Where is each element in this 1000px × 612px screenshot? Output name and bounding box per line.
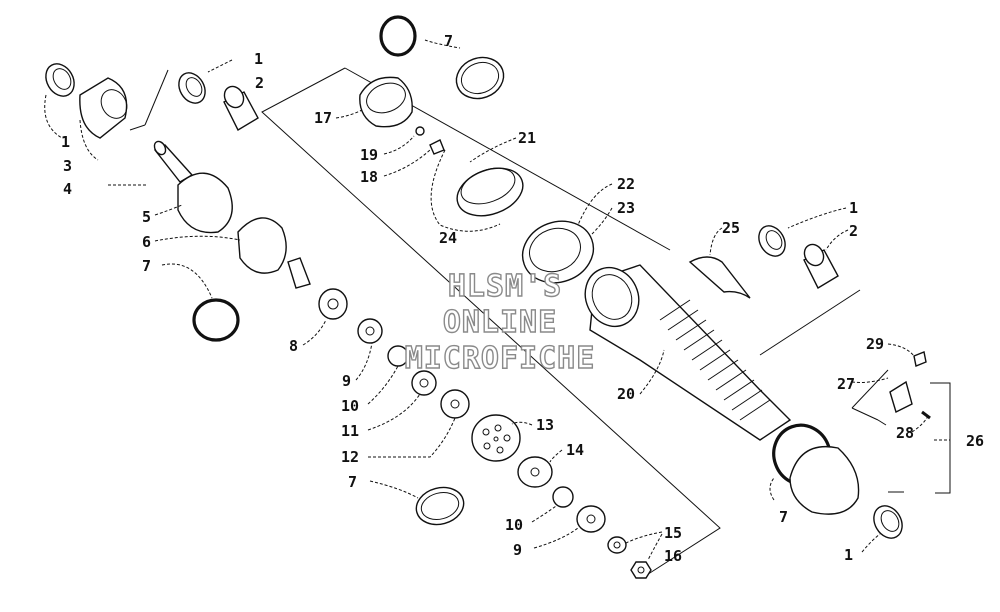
callout-1: 1 — [254, 50, 263, 68]
callout-3: 3 — [63, 157, 72, 175]
part-1-bushing-right-upper — [758, 225, 786, 257]
callout-9: 9 — [513, 541, 522, 559]
part-1-bushing-upper — [178, 72, 206, 104]
part-9-washer-lower — [576, 505, 606, 533]
callout-10: 10 — [341, 397, 359, 415]
part-3-eyelet — [79, 77, 128, 139]
callout-7: 7 — [348, 473, 357, 491]
callout-16: 16 — [664, 547, 682, 565]
part-29-screw — [913, 351, 927, 367]
callout-1: 1 — [61, 133, 70, 151]
part-10-shim-lower — [552, 486, 574, 508]
callout-2: 2 — [849, 222, 858, 240]
callout-5: 5 — [142, 208, 151, 226]
callout-29: 29 — [866, 335, 884, 353]
part-10-shim-upper — [387, 345, 409, 367]
callout-18: 18 — [360, 168, 378, 186]
part-15-washer — [607, 536, 627, 554]
callout-14: 14 — [566, 441, 584, 459]
watermark-line-1: HLSM'S — [448, 269, 562, 304]
callout-7: 7 — [142, 257, 151, 275]
callout-23: 23 — [617, 199, 635, 217]
callout-25: 25 — [722, 219, 740, 237]
part-1-bushing-right-lower — [873, 505, 903, 539]
callout-26: 26 — [966, 432, 984, 450]
callout-15: 15 — [664, 524, 682, 542]
part-7-o-ring-top — [379, 15, 417, 57]
callout-7: 7 — [779, 508, 788, 526]
callout-2: 2 — [255, 74, 264, 92]
part-22-spring-adjuster — [521, 220, 595, 284]
callout-20: 20 — [617, 385, 635, 403]
part-21-bladder — [456, 167, 524, 217]
part-1-bushing-left — [45, 63, 75, 97]
part-13-piston — [471, 414, 521, 462]
part-4-piston-rod — [153, 140, 194, 183]
part-2-sleeve-upper — [223, 85, 259, 131]
part-26-valve-bracket — [888, 382, 951, 494]
callout-10: 10 — [505, 516, 523, 534]
callout-17: 17 — [314, 109, 332, 127]
watermark: HLSM'S ONLINE MICROFICHE — [404, 268, 596, 376]
part-7-seal-ring-top — [455, 56, 505, 100]
leader-lines — [44, 39, 950, 561]
part-14-washer — [517, 456, 553, 488]
callout-1: 1 — [849, 199, 858, 217]
callout-28: 28 — [896, 424, 914, 442]
callout-19: 19 — [360, 146, 378, 164]
callout-22: 22 — [617, 175, 635, 193]
callout-27: 27 — [837, 375, 855, 393]
callout-8: 8 — [289, 337, 298, 355]
callout-24: 24 — [439, 229, 457, 247]
watermark-line-2: ONLINE — [443, 305, 557, 340]
callout-21: 21 — [518, 129, 536, 147]
part-11-shim — [411, 370, 437, 396]
callout-7: 7 — [444, 32, 453, 50]
part-7-seal-ring-lower — [415, 486, 465, 526]
part-8-washer — [318, 288, 348, 320]
part-20-spring — [584, 264, 792, 441]
watermark-line-3: MICROFICHE — [405, 341, 596, 376]
part-17-cap — [359, 76, 413, 128]
part-16-nut — [630, 561, 652, 579]
part-19-ball — [415, 126, 425, 136]
part-9-washer-upper — [357, 318, 383, 344]
callout-13: 13 — [536, 416, 554, 434]
part-28-spring-pin — [921, 410, 931, 420]
part-18-valve — [429, 139, 445, 155]
part-12-shim — [440, 389, 470, 419]
part-6-rod-end-cap — [237, 217, 311, 289]
part-body-lower-eyelet — [789, 446, 860, 515]
part-25-spring-guide — [688, 256, 751, 299]
part-27-valve-body — [851, 369, 913, 426]
part-7-o-ring-left — [192, 298, 240, 342]
callout-1: 1 — [844, 546, 853, 564]
part-2-sleeve-right — [803, 243, 839, 289]
callout-4: 4 — [63, 180, 72, 198]
part-5-bumper — [177, 172, 233, 234]
callout-6: 6 — [142, 233, 151, 251]
callout-labels: 1 2 1 3 4 5 6 7 8 9 10 11 12 7 13 14 10 … — [61, 32, 984, 565]
callout-9: 9 — [342, 372, 351, 390]
callout-11: 11 — [341, 422, 359, 440]
callout-12: 12 — [341, 448, 359, 466]
part-24-ring-leader — [430, 149, 501, 232]
